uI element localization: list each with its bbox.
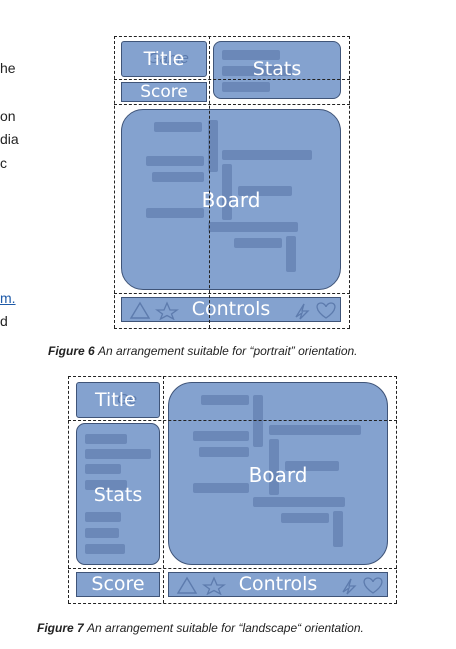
placeholder-bar — [154, 122, 202, 132]
dashed-guide — [114, 36, 350, 37]
star-icon — [155, 301, 179, 320]
placeholder-bar — [253, 395, 263, 447]
placeholder-bar — [234, 238, 282, 248]
dashed-guide — [114, 104, 350, 105]
placeholder-bar — [199, 447, 249, 457]
placeholder-bar — [253, 497, 345, 507]
control-icons — [176, 576, 383, 595]
logo-ghost: Game — [148, 50, 189, 67]
triangle-icon — [129, 301, 151, 319]
text-fragment: he — [0, 60, 16, 76]
placeholder-bar — [222, 150, 312, 160]
placeholder-bar — [281, 513, 329, 523]
text-fragment: on — [0, 108, 16, 124]
board-tile: Board — [121, 109, 341, 290]
text-fragment: d — [0, 313, 8, 329]
tile-label: Stats — [93, 484, 143, 506]
dashed-guide — [396, 376, 397, 603]
stats-tile: Stats — [213, 41, 341, 99]
control-icons — [129, 301, 336, 320]
dashed-guide — [114, 36, 115, 328]
dashed-guide — [114, 79, 350, 80]
caption-text: An arrangement suitable for “landscape“ … — [87, 621, 364, 635]
score-tile: Score — [121, 82, 207, 102]
lightning-icon — [295, 303, 310, 320]
figure-6-caption: Figure 6 An arrangement suitable for “po… — [48, 344, 358, 358]
placeholder-bar — [285, 461, 339, 471]
placeholder-bar — [222, 164, 232, 220]
dashed-guide — [68, 420, 397, 421]
placeholder-bar — [208, 120, 218, 172]
tile-label: Board — [248, 463, 308, 487]
placeholder-bar — [269, 439, 279, 495]
caption-label: Figure 6 — [48, 344, 95, 358]
text-link-fragment[interactable]: m. — [0, 290, 16, 306]
heart-icon — [316, 302, 336, 319]
placeholder-bar — [201, 395, 249, 405]
placeholder-bar — [222, 50, 280, 60]
dashed-guide — [163, 376, 164, 603]
placeholder-bar — [152, 172, 204, 182]
lightning-icon — [342, 578, 357, 595]
figure-7-caption: Figure 7 An arrangement suitable for “la… — [37, 621, 364, 635]
board-tile: Board — [168, 382, 388, 565]
placeholder-bar — [286, 236, 296, 272]
heart-icon — [363, 577, 383, 594]
placeholder-bar — [146, 156, 204, 166]
placeholder-bar — [193, 431, 249, 441]
dashed-guide — [114, 293, 350, 294]
placeholder-bar — [85, 449, 151, 459]
title-tile: Ge Title — [76, 382, 160, 418]
dashed-guide — [68, 376, 397, 377]
placeholder-bar — [85, 544, 125, 554]
dashed-guide — [114, 328, 350, 329]
tile-label: Controls — [191, 298, 271, 320]
placeholder-bar — [85, 512, 121, 522]
score-tile: Score — [76, 572, 160, 597]
placeholder-bar — [85, 480, 127, 490]
title-tile: Game Title — [121, 41, 207, 77]
placeholder-bar — [269, 425, 361, 435]
placeholder-bar — [146, 208, 204, 218]
text-fragment: c — [0, 155, 7, 171]
stats-tile: Stats — [76, 423, 160, 565]
dashed-guide — [68, 603, 397, 604]
placeholder-bar — [238, 186, 292, 196]
tile-label: Score — [140, 82, 188, 102]
caption-text: An arrangement suitable for “portrait” o… — [98, 344, 358, 358]
tile-label: Title — [95, 389, 136, 411]
placeholder-bar — [208, 222, 298, 232]
tile-label: Title — [143, 48, 185, 70]
tile-label: Score — [91, 573, 145, 595]
text-fragment: dia — [0, 131, 19, 147]
controls-tile: Controls — [121, 297, 341, 322]
placeholder-bar — [85, 434, 127, 444]
placeholder-bar — [193, 483, 249, 493]
placeholder-bar — [85, 464, 121, 474]
caption-label: Figure 7 — [37, 621, 84, 635]
dashed-guide — [209, 36, 210, 328]
placeholder-bar — [333, 511, 343, 547]
tile-label: Board — [201, 188, 261, 212]
tile-label: Controls — [238, 573, 318, 595]
placeholder-bar — [222, 82, 270, 92]
star-icon — [202, 576, 226, 595]
triangle-icon — [176, 576, 198, 594]
dashed-guide — [68, 568, 397, 569]
placeholder-bar — [85, 528, 119, 538]
logo-ghost: Ge — [117, 391, 138, 408]
tile-label: Stats — [252, 58, 302, 80]
controls-tile: Controls — [168, 572, 388, 597]
placeholder-bar — [222, 66, 292, 76]
dashed-guide — [349, 36, 350, 328]
dashed-guide — [68, 376, 69, 603]
